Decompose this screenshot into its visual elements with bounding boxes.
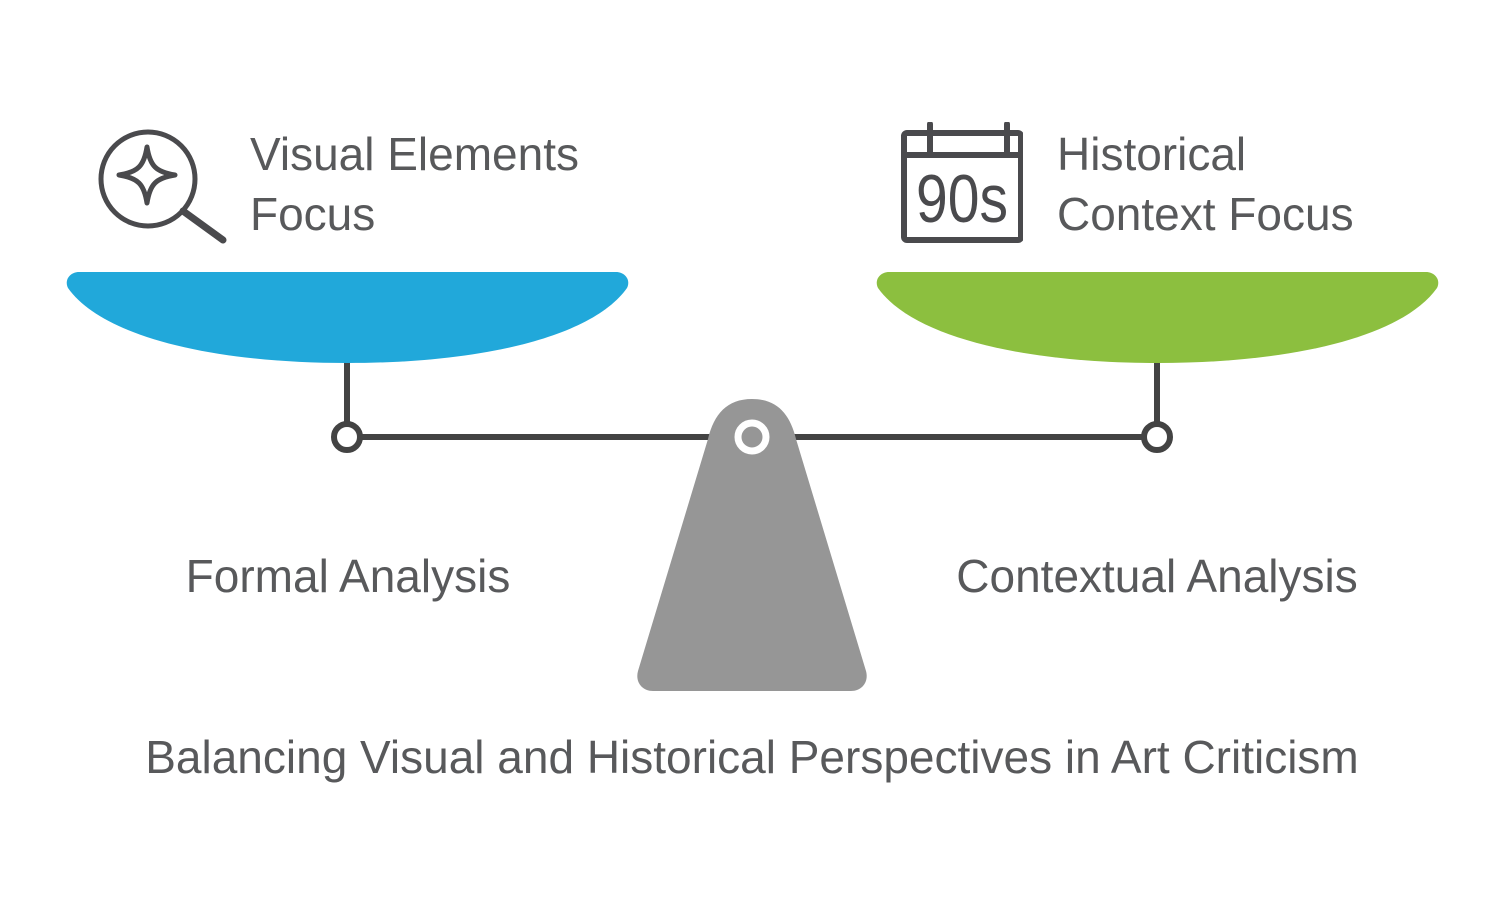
fulcrum xyxy=(637,399,867,691)
caption: Balancing Visual and Historical Perspect… xyxy=(145,731,1359,783)
contextual-analysis-label: Contextual Analysis xyxy=(956,550,1358,602)
sparkle-star xyxy=(116,144,178,206)
fulcrum-pivot-ring xyxy=(734,419,770,455)
left-pan xyxy=(66,272,629,363)
calendar-icon-text: 90s xyxy=(916,161,1008,237)
magnifier-handle xyxy=(179,207,227,244)
right-pan-label-line1: Historical xyxy=(1057,128,1247,180)
left-pan-label-line1: Visual Elements xyxy=(250,128,579,180)
left-pan-label: Visual Elements Focus xyxy=(250,124,579,244)
right-pan-label-line2: Context Focus xyxy=(1057,188,1354,240)
sparkle-magnifier-strokes xyxy=(98,129,227,244)
calendar-icon: 90s xyxy=(901,122,1023,243)
calendar-body xyxy=(901,130,1023,243)
left-pan-label-line2: Focus xyxy=(250,188,376,240)
formal-analysis-label: Formal Analysis xyxy=(185,550,511,602)
right-pan xyxy=(876,272,1439,363)
right-pan-label: Historical Context Focus xyxy=(1057,124,1354,244)
sparkle-magnifier-icon xyxy=(98,129,227,244)
magnifier-lens xyxy=(98,129,198,229)
right-pivot-circle xyxy=(1141,421,1173,453)
calendar-strokes xyxy=(901,122,1023,243)
left-pivot-circle xyxy=(331,421,363,453)
